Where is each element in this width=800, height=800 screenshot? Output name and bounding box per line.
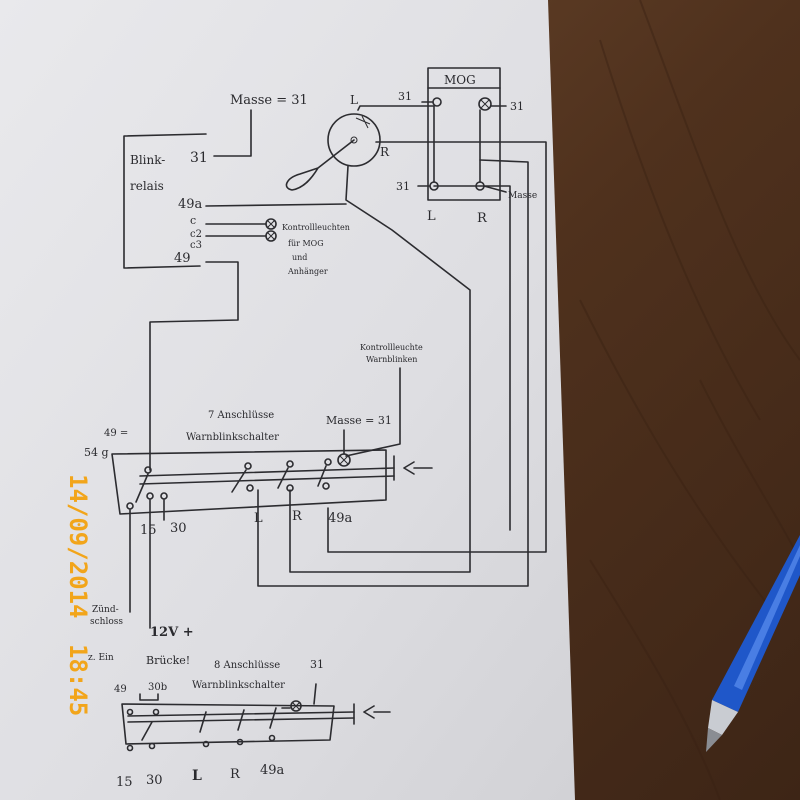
zu-ein-label: z. Ein bbox=[88, 653, 114, 663]
indicator-note: Kontrollleuchten für MOG und Anhänger bbox=[282, 223, 350, 276]
warn-lamp-note: Kontrollleuchte Warnblinken bbox=[345, 343, 423, 457]
warn-switch-7: 7 Anschlüsse Warnblinkschalter Masse = 3… bbox=[84, 410, 433, 629]
relay-terminal-c: c bbox=[190, 214, 196, 227]
mog-box: MOG 31 31 31 Masse L R bbox=[396, 67, 537, 226]
svg-text:Kontrollleuchte: Kontrollleuchte bbox=[360, 343, 423, 352]
switch7-54: 54 g bbox=[84, 446, 109, 459]
relay-terminal-c3: c3 bbox=[190, 240, 202, 251]
mog-title: MOG bbox=[444, 73, 476, 87]
switch7-title-2: Warnblinkschalter bbox=[186, 432, 279, 443]
switch7-R: R bbox=[292, 509, 303, 524]
switch8-L: L bbox=[192, 768, 202, 784]
camera-timestamp: 14/09/2014 18:45 bbox=[64, 474, 92, 716]
masse-top-label: Masse = 31 bbox=[230, 93, 308, 108]
wire-49a bbox=[205, 203, 347, 207]
plus-12v: 12V + bbox=[150, 625, 194, 640]
indicator-lamps bbox=[265, 218, 277, 242]
blink-relay: Blink- relais 31 49a c c2 c3 49 bbox=[123, 133, 208, 269]
svg-text:Anhänger: Anhänger bbox=[287, 267, 328, 276]
svg-text:und: und bbox=[292, 253, 307, 262]
switch7-49: 49 = bbox=[104, 428, 128, 439]
relay-label-line2: relais bbox=[130, 179, 164, 193]
mog-31-top-left: 31 bbox=[398, 90, 412, 103]
wood-grain bbox=[579, 0, 800, 800]
mog-L: L bbox=[427, 209, 436, 224]
switch8-bruecke: Brücke! bbox=[146, 654, 190, 667]
switch7-title-1: 7 Anschlüsse bbox=[208, 410, 274, 421]
switch8-30: 30 bbox=[146, 773, 163, 788]
wire-49 bbox=[149, 261, 239, 471]
switch8-49a: 49a bbox=[260, 763, 285, 778]
switch7-49a: 49a bbox=[328, 511, 353, 526]
zuend-label-2: schloss bbox=[90, 617, 123, 627]
svg-text:Kontrollleuchten: Kontrollleuchten bbox=[282, 223, 350, 232]
mog-31-bottom-left: 31 bbox=[396, 180, 410, 193]
lever-R: R bbox=[380, 145, 390, 159]
relay-terminal-31: 31 bbox=[190, 150, 208, 166]
switch7-15: 15 bbox=[140, 523, 157, 538]
relay-terminal-49a: 49a bbox=[178, 197, 203, 212]
switch7-L: L bbox=[254, 511, 263, 526]
wire-mog-R bbox=[433, 185, 511, 531]
mog-masse: Masse bbox=[508, 191, 537, 201]
zuend-label-1: Zünd- bbox=[92, 605, 119, 615]
switch7-masse: Masse = 31 bbox=[326, 414, 392, 427]
wire-mog-L bbox=[257, 159, 529, 587]
switch8-R: R bbox=[230, 767, 241, 782]
mog-31-top-right: 31 bbox=[510, 100, 524, 113]
switch7-30: 30 bbox=[170, 521, 187, 536]
switch8-title-1: 8 Anschlüsse bbox=[214, 660, 280, 671]
svg-text:für MOG: für MOG bbox=[288, 239, 324, 248]
relay-terminal-c2: c2 bbox=[190, 229, 202, 240]
svg-text:Warnblinken: Warnblinken bbox=[366, 355, 417, 364]
switch8-title-2: Warnblinkschalter bbox=[192, 680, 285, 691]
switch8-31: 31 bbox=[310, 658, 324, 671]
warn-switch-8: Brücke! 8 Anschlüsse Warnblinkschalter 3… bbox=[114, 654, 391, 790]
wire-masse-relay bbox=[213, 109, 252, 157]
mog-R: R bbox=[477, 211, 488, 226]
switch8-15: 15 bbox=[116, 775, 133, 790]
switch8-30b: 30b bbox=[148, 682, 167, 693]
timestamp-time: 18:45 bbox=[64, 644, 92, 716]
relay-terminal-49: 49 bbox=[174, 251, 191, 266]
timestamp-date: 14/09/2014 bbox=[64, 474, 92, 619]
lever-L: L bbox=[350, 93, 358, 107]
blue-pen bbox=[706, 535, 800, 752]
switch8-49: 49 bbox=[114, 684, 127, 695]
turn-signal-lever: L R bbox=[285, 93, 547, 573]
relay-label-line1: Blink- bbox=[130, 153, 165, 167]
